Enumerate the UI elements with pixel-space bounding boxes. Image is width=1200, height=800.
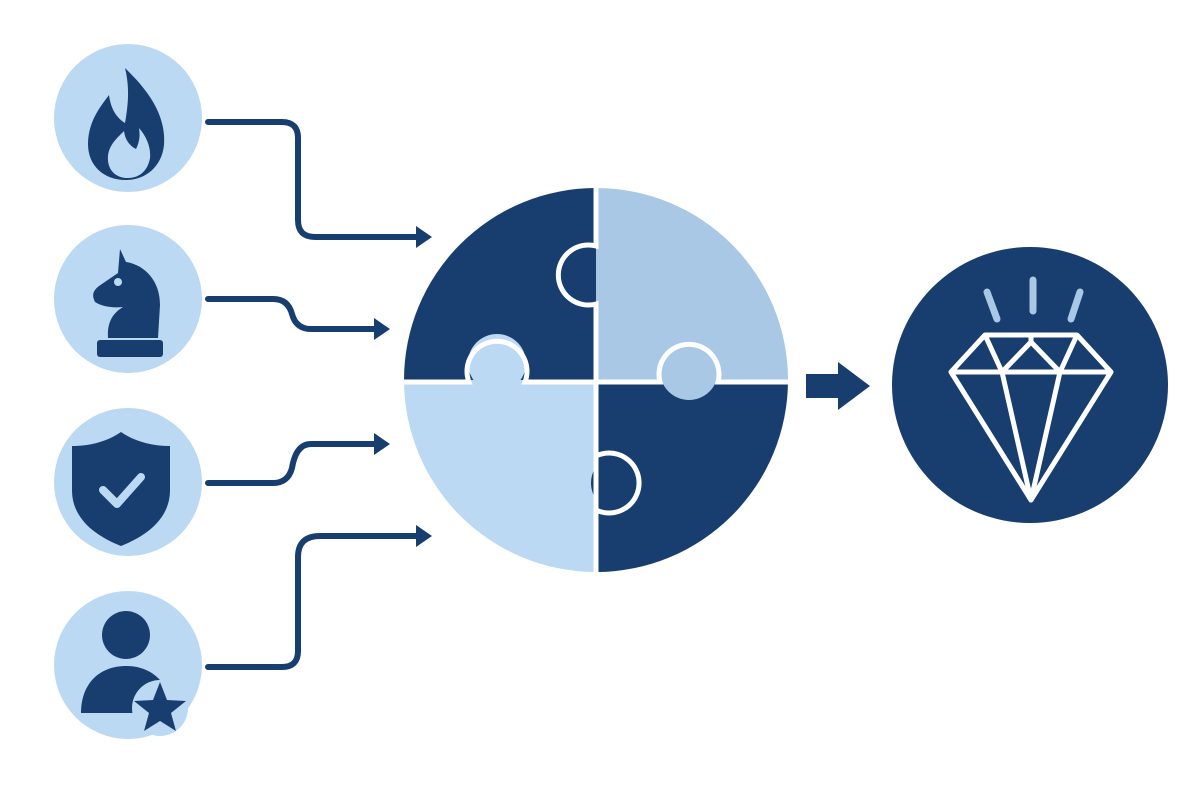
arrow-puzzle-to-diamond — [806, 362, 870, 410]
input-user-star — [54, 591, 202, 739]
puzzle-seam — [555, 188, 599, 572]
diamond-icon — [948, 276, 1114, 503]
arrow-user-to-puzzle — [205, 525, 432, 670]
arrow-knight-to-puzzle — [205, 296, 390, 340]
puzzle-knob-left — [540, 248, 594, 302]
puzzle-knob-right — [660, 342, 718, 400]
fire-icon — [88, 68, 165, 180]
input-chess-knight — [54, 225, 202, 373]
input-fire — [54, 44, 202, 192]
arrow-shield-to-puzzle — [205, 433, 390, 486]
puzzle-seam — [404, 338, 788, 385]
shield-check-icon — [72, 432, 170, 546]
arrow-fire-to-puzzle — [205, 119, 432, 248]
input-shield-check — [54, 408, 202, 556]
puzzle-knob-bottom-left — [468, 334, 526, 392]
user-star-icon — [81, 611, 188, 736]
puzzle-circle-icon — [404, 188, 788, 572]
output-diamond — [892, 247, 1168, 523]
output-circle — [892, 247, 1168, 523]
puzzle-piece-bottom-left — [404, 380, 596, 572]
puzzle-seam — [594, 450, 642, 516]
chess-knight-icon — [93, 249, 163, 357]
